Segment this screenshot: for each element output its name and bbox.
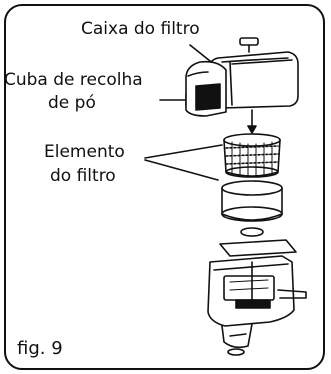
filter-element-outer-part xyxy=(221,180,283,222)
figure-number: fig. 9 xyxy=(17,338,63,359)
dust-cup-part xyxy=(185,60,227,117)
filter-element-inner-part xyxy=(223,133,281,178)
label-dust-cup-line1: Cuba de recolha xyxy=(4,70,143,90)
gasket-part xyxy=(219,239,297,257)
label-filter-element-line2: do filtro xyxy=(50,166,116,186)
filter-housing-part xyxy=(207,51,299,109)
seal-ring-part xyxy=(240,227,264,237)
label-dust-cup-line2: de pó xyxy=(48,93,96,113)
label-filter-element-line1: Elemento xyxy=(44,142,125,162)
leader-line-element-bottom xyxy=(144,159,219,181)
leader-line-element-top xyxy=(144,144,223,159)
wing-nut-part xyxy=(239,37,259,53)
label-filter-housing: Caixa do filtro xyxy=(81,19,200,39)
filter-base-assembly xyxy=(207,255,307,356)
